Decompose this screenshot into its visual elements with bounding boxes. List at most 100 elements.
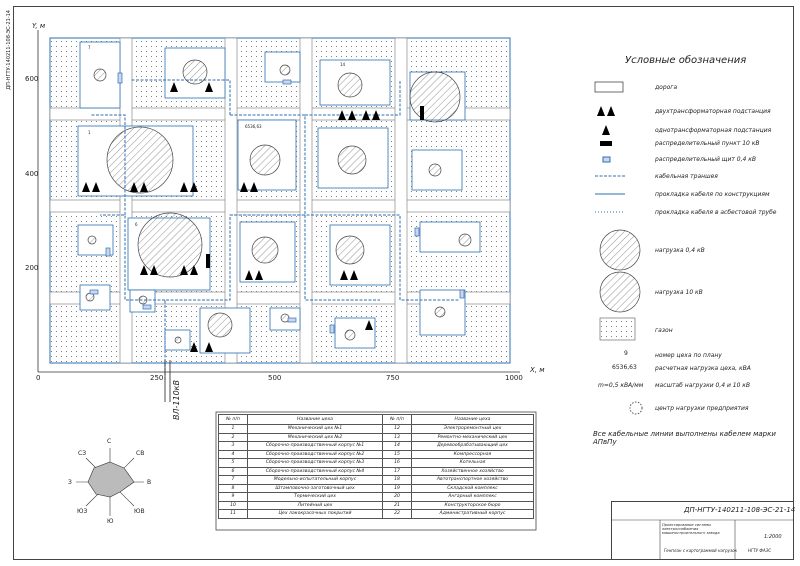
- table-cell: Конструкторское бюро: [411, 500, 534, 510]
- wind-label: ЮЗ: [77, 508, 88, 515]
- wind-label: В: [147, 479, 152, 486]
- table-cell: 20: [382, 492, 412, 502]
- table-cell: 22: [382, 509, 412, 519]
- table-cell: 5: [218, 458, 248, 468]
- table-cell: Административный корпус: [411, 509, 534, 519]
- wind-label: СВ: [136, 450, 145, 457]
- legend-label-road: дорога: [655, 84, 678, 91]
- x-tick: 1000: [505, 374, 523, 382]
- drawing-frame: [13, 6, 794, 560]
- feeder-label: ВЛ-110кВ: [172, 380, 181, 420]
- table-cell: 19: [382, 483, 412, 493]
- table-cell: 14: [382, 441, 412, 451]
- y-tick: 600: [25, 75, 39, 83]
- x-tick: 250: [150, 374, 164, 382]
- wind-label: ЮВ: [134, 508, 145, 515]
- table-cell: Сборочно-производственный корпус №2: [247, 449, 383, 459]
- legend-label-construct: прокладка кабеля по конструкциям: [655, 191, 770, 198]
- legend-label-load04: нагрузка 0,4 кВ: [655, 247, 705, 254]
- stamp-scale: 1:2000: [764, 534, 782, 540]
- legend-center-desc: центр нагрузки предприятия: [655, 405, 749, 412]
- plan-label: 6536,63: [245, 124, 262, 129]
- y-tick: 400: [25, 170, 39, 178]
- table-cell: Литейный цех: [247, 500, 383, 510]
- plan-label: 14: [340, 62, 346, 67]
- stamp-sheet-name: Генплан с картограммой нагрузок: [664, 548, 737, 553]
- legend-scale-desc: масштаб нагрузки 0,4 и 10 кВ: [655, 382, 751, 389]
- load-circle: [106, 126, 174, 194]
- wind-label: Ю: [107, 518, 114, 525]
- table-cell: 17: [382, 466, 412, 476]
- table-cell: Механический цех №1: [247, 424, 383, 434]
- cable-note: Все кабельные линии выполнены кабелем ма…: [593, 430, 776, 446]
- legend-title: Условные обозначения: [625, 55, 747, 66]
- legend-shop-load-sample: 6536,63: [612, 364, 637, 371]
- table-cell: Сборочно-производственный корпус №3: [247, 458, 383, 468]
- table-cell: Штамповочно-заготовочный цех: [247, 483, 383, 493]
- legend-label-rsh04: распределительный щит 0,4 кВ: [655, 156, 756, 163]
- col-header: Название цеха: [411, 414, 534, 425]
- legend-shop-load-desc: расчетная нагрузка цеха, кВА: [655, 365, 751, 372]
- legend-shop-number-sample: 9: [624, 350, 628, 357]
- x-tick: 750: [386, 374, 400, 382]
- workshop-table: № п/п Название цеха № п/п Название цеха …: [218, 414, 534, 519]
- table-header-row: № п/п Название цеха № п/п Название цеха: [218, 414, 534, 425]
- table-cell: 9: [218, 492, 248, 502]
- col-header: Название цеха: [247, 414, 383, 425]
- table-cell: 3: [218, 441, 248, 451]
- table-cell: Складской комплекс: [411, 483, 534, 493]
- table-cell: Автотранспортное хозяйство: [411, 475, 534, 485]
- legend-label-tp1: однотрансформаторная подстанция: [655, 127, 772, 134]
- legend-label-asbestos: прокладка кабеля в асбестовой трубе: [655, 209, 777, 216]
- plan-label: 6: [135, 222, 138, 227]
- x-tick: 0: [36, 374, 41, 382]
- table-cell: 11: [218, 509, 248, 519]
- title-block: [611, 501, 794, 560]
- plan-label: 1: [88, 130, 91, 135]
- table-cell: Ремонтно-механический цех: [411, 432, 534, 442]
- legend-scale-label: m=0,5 кВА/мм: [598, 382, 644, 389]
- table-cell: Котельная: [411, 458, 534, 468]
- legend-symbols: [594, 81, 643, 415]
- stamp-org: НГТУ ФАЭС: [748, 548, 772, 553]
- col-header: № п/п: [218, 414, 248, 425]
- table-cell: 21: [382, 500, 412, 510]
- legend-label-load10: нагрузка 10 кВ: [655, 289, 703, 296]
- table-cell: Модельно-испытательный корпус: [247, 475, 383, 485]
- y-axis-label: Y, м: [32, 22, 46, 30]
- table-cell: Компрессорная: [411, 449, 534, 459]
- wind-label: СЗ: [78, 450, 87, 457]
- legend-label-rp10: распределительный пункт 10 кВ: [655, 140, 760, 147]
- col-header: № п/п: [382, 414, 412, 425]
- table-cell: 15: [382, 449, 412, 459]
- table-cell: Термический цех: [247, 492, 383, 502]
- wind-label: С: [107, 438, 112, 445]
- table-cell: 6: [218, 466, 248, 476]
- table-cell: 1: [218, 424, 248, 434]
- table-cell: Сборочно-производственный корпус №4: [247, 466, 383, 476]
- legend-label-lawn: газон: [655, 327, 673, 334]
- wind-label: З: [68, 479, 72, 486]
- wind-rose: [76, 448, 144, 516]
- stamp-code: ДП-НГТУ-140211-108-ЭС-21-14: [684, 506, 796, 514]
- plan-label: 7: [88, 45, 91, 50]
- y-tick: 200: [25, 264, 39, 272]
- table-cell: 18: [382, 475, 412, 485]
- table-cell: 2: [218, 432, 248, 442]
- table-cell: Деревообрабатывающий цех: [411, 441, 534, 451]
- legend-label-trench: кабельная траншея: [655, 173, 718, 180]
- x-axis-label: X, м: [530, 366, 545, 374]
- table-cell: Хозяйственное хозяйство: [411, 466, 534, 476]
